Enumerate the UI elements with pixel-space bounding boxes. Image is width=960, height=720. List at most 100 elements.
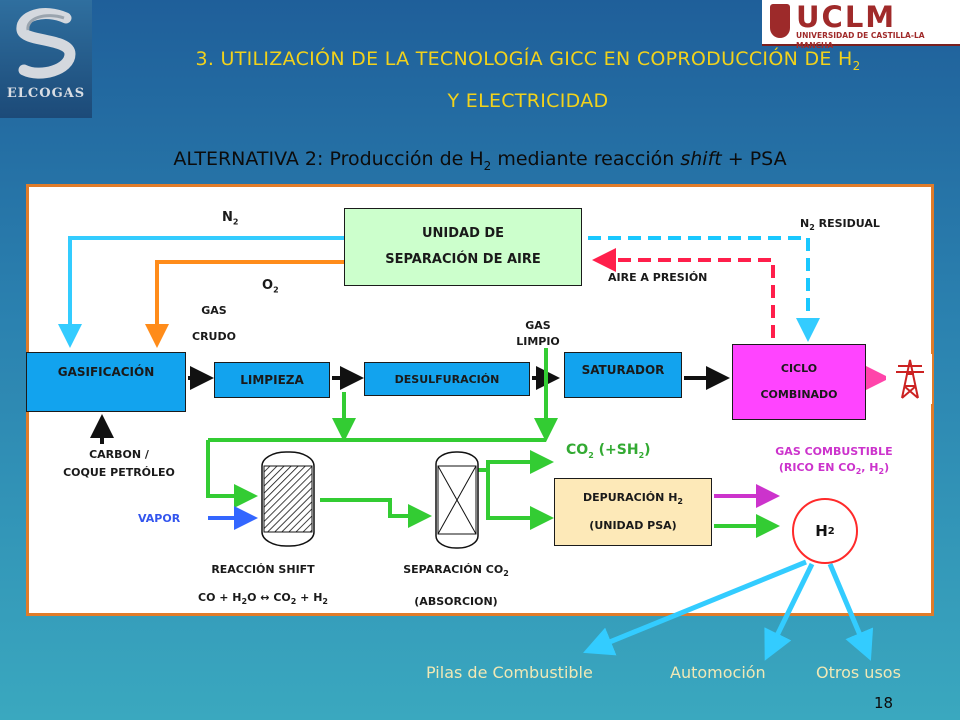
depuracion-line1: DEPURACIÓN H2: [583, 486, 683, 514]
gas-limpio-line1: GAS: [525, 319, 551, 332]
carbon-line1: CARBON /: [89, 448, 149, 461]
elcogas-name: ELCOGAS: [6, 86, 86, 101]
ciclo-line2: COMBINADO: [760, 388, 838, 401]
subtitle-mid: mediante reacción: [491, 148, 681, 170]
sep-pre: SEPARACIÓN CO: [403, 563, 504, 576]
air-unit-line1: UNIDAD DE: [421, 226, 505, 241]
gas-crudo-line2: CRUDO: [192, 330, 236, 343]
gas-limpio-label: GAS LIMPIO: [508, 318, 568, 350]
co2-sub2: 2: [638, 450, 645, 460]
reaccion-shift-label: REACCIÓN SHIFT CO + H2O ↔ CO2 + H2: [156, 556, 370, 616]
o2-flow-line: [145, 260, 344, 348]
slide-subtitle: ALTERNATIVA 2: Producción de H2 mediante…: [0, 148, 960, 173]
h2-main: H: [815, 522, 828, 540]
n2r-sub: 2: [809, 223, 815, 233]
subtitle-italic: shift: [680, 148, 722, 170]
eq-b: O ↔ CO: [247, 591, 291, 604]
o2-sub: 2: [273, 285, 279, 295]
subtitle-pre: ALTERNATIVA 2: Producción de H: [173, 148, 484, 170]
gas-limpio-line2: LIMPIO: [516, 335, 560, 348]
saturador-box: SATURADOR: [564, 352, 682, 398]
title-sub: 2: [852, 58, 861, 73]
desulfuracion-box: DESULFURACIÓN: [364, 362, 530, 396]
gas-comb-sub1: 2: [855, 467, 862, 477]
o2-label: O2: [262, 278, 279, 299]
co2-mid: (+SH: [593, 442, 639, 458]
page-number: 18: [874, 694, 894, 712]
gasificacion-box: GASIFICACIÓN: [26, 352, 186, 412]
slide-title-line2: Y ELECTRICIDAD: [447, 90, 609, 112]
sep-line1: SEPARACIÓN CO2: [374, 556, 538, 588]
n2-sub: 2: [232, 217, 239, 227]
co2-pre: CO: [566, 442, 589, 458]
gas-comb-post: ): [884, 461, 890, 474]
n2-residual-label: N2 RESIDUAL: [800, 216, 880, 236]
uclm-crest-icon: [770, 4, 790, 38]
green-absorber-to-psa: [486, 470, 554, 530]
sep-sub: 2: [503, 569, 509, 579]
eq-a-sub: 2: [241, 597, 248, 607]
gas-comb-mid: , H: [861, 461, 879, 474]
depuracion-psa-box: DEPURACIÓN H2 (UNIDAD PSA): [554, 478, 712, 546]
uclm-subtitle: UNIVERSIDAD DE CASTILLA-LA MANCHA: [796, 31, 925, 50]
gas-crudo-line1: GAS: [201, 304, 227, 317]
separacion-co2-label: SEPARACIÓN CO2 (ABSORCION): [374, 556, 538, 616]
shift-line1: REACCIÓN SHIFT: [211, 563, 315, 576]
gas-combustible-label: GAS COMBUSTIBLE (RICO EN CO2, H2): [736, 444, 932, 480]
carbon-label: CARBON / COQUE PETRÓLEO: [36, 446, 202, 482]
use-otros: Otros usos: [816, 663, 901, 682]
vapor-label: VAPOR: [138, 512, 181, 525]
n2r-rest: RESIDUAL: [814, 217, 880, 230]
o2-main: O: [262, 278, 274, 293]
gas-comb-line1: GAS COMBUSTIBLE: [775, 445, 893, 458]
co2-sub1: 2: [588, 450, 594, 460]
use-pilas-combustible: Pilas de Combustible: [426, 663, 593, 682]
subtitle-sub: 2: [483, 158, 492, 173]
co2-sh2-label: CO2 (+SH2): [566, 442, 651, 464]
slide-title-line1: 3. UTILIZACIÓN DE LA TECNOLOGÍA GICC EN …: [96, 48, 960, 73]
n2r-main: N: [800, 217, 810, 230]
eq-c: + H: [296, 591, 323, 604]
gas-crudo-label: GAS CRUDO: [186, 298, 242, 350]
co2-post: ): [644, 442, 651, 458]
elcogas-swirl-icon: [16, 8, 76, 79]
n2-label: N2: [222, 210, 238, 231]
use-automocion: Automoción: [670, 663, 766, 682]
aire-presion-line: [592, 248, 775, 338]
subtitle-post: + PSA: [721, 148, 787, 170]
green-into-shift: [206, 440, 258, 508]
n2-main: N: [222, 210, 233, 225]
gas-comb-line2: (RICO EN CO2, H2): [736, 460, 932, 480]
sep-line2: (ABSORCION): [414, 595, 498, 609]
aire-presion-label: AIRE A PRESIÓN: [608, 271, 708, 284]
absorber-vessel: [435, 451, 479, 549]
green-shift-to-absorber: [320, 498, 432, 528]
eq-b-sub: 2: [290, 597, 297, 607]
shift-reactor-vessel: [261, 451, 315, 547]
ciclo-line1: CICLO: [780, 362, 818, 375]
uclm-logo: UCLM UNIVERSIDAD DE CASTILLA-LA MANCHA: [762, 0, 960, 50]
depuracion-sub: 2: [677, 497, 683, 507]
air-separation-unit-box: UNIDAD DE SEPARACIÓN DE AIRE: [344, 208, 582, 286]
air-unit-line2: SEPARACIÓN DE AIRE: [385, 252, 541, 267]
eq-a: CO + H: [198, 591, 242, 604]
arrow-h2-pilas: [583, 559, 807, 656]
carbon-line2: COQUE PETRÓLEO: [63, 466, 175, 479]
h2-sub: 2: [827, 525, 835, 537]
arrow-h2-otros: [827, 563, 874, 661]
title-text: 3. UTILIZACIÓN DE LA TECNOLOGÍA GICC EN …: [195, 48, 853, 70]
limpieza-box: LIMPIEZA: [214, 362, 330, 398]
elcogas-logo: ELCOGAS: [0, 0, 92, 118]
green-absorber-to-co2: [472, 450, 554, 474]
depuracion-line2: (UNIDAD PSA): [589, 519, 677, 533]
arrow-h2-automocion: [764, 562, 815, 661]
power-tower-icon: [886, 354, 932, 404]
shift-equation: CO + H2O ↔ CO2 + H2: [156, 584, 370, 616]
uclm-name: UCLM: [796, 0, 897, 34]
gas-comb-pre: (RICO EN CO: [778, 461, 856, 474]
depuracion-pre: DEPURACIÓN H: [583, 490, 678, 504]
n2-flow-line: [58, 236, 344, 348]
ciclo-combinado-box: CICLO COMBINADO: [732, 344, 866, 420]
n2-residual-line: [588, 236, 820, 342]
